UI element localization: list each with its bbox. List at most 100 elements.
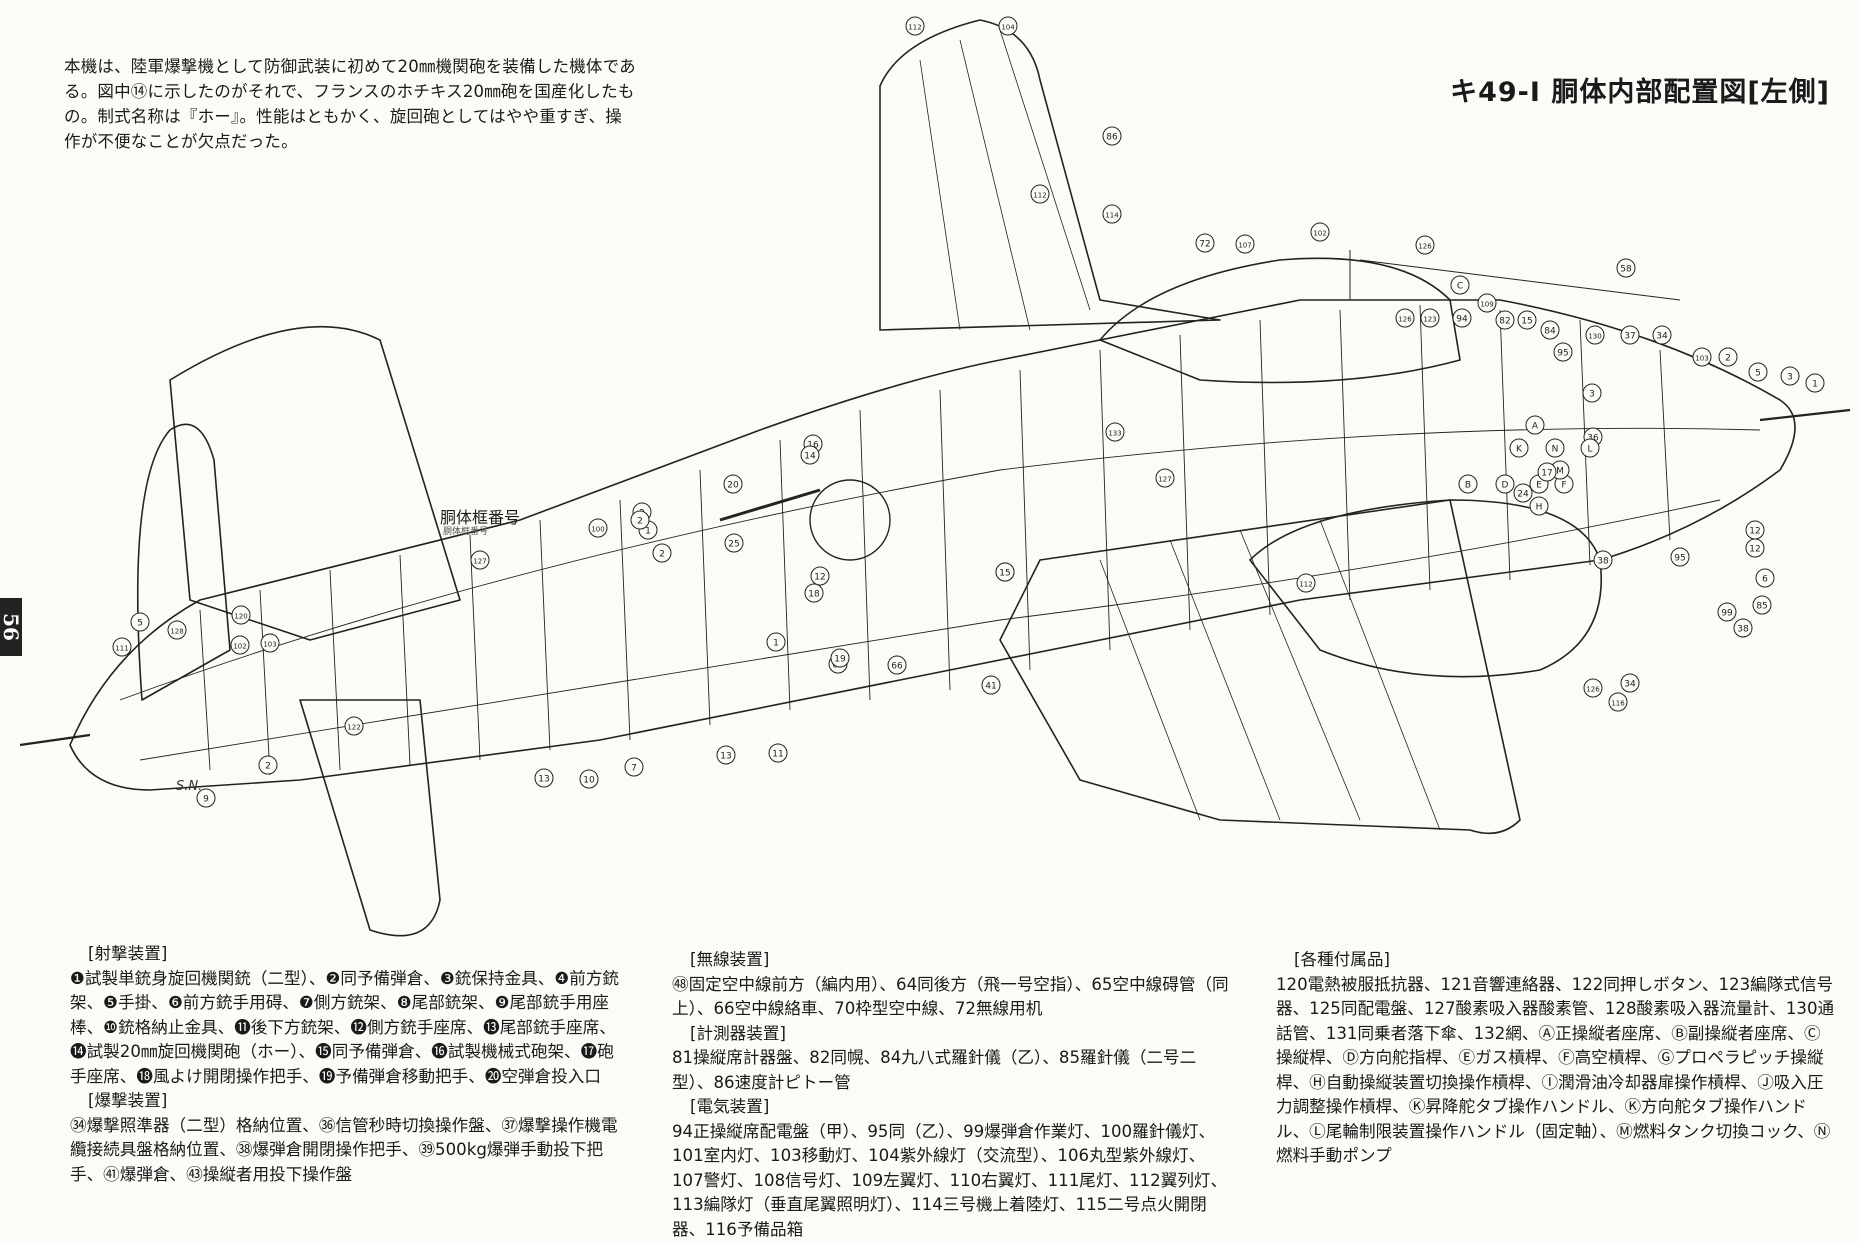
callout-label: H	[1536, 503, 1543, 513]
callout-label: 104	[1001, 24, 1015, 32]
callout-label: 126	[1418, 243, 1432, 251]
callout-label: 17	[1541, 469, 1552, 479]
callout-label: 38	[1737, 625, 1749, 635]
legend-heading: [無線装置]	[690, 948, 1232, 973]
callout-label: 15	[1521, 317, 1532, 327]
callout-label: B	[1465, 481, 1471, 491]
callout-label: 5	[1755, 369, 1761, 379]
callout-label: 1	[1812, 380, 1818, 390]
lower-wing	[1000, 500, 1520, 833]
callout-label: 10	[583, 776, 595, 786]
callout-label: 24	[1517, 490, 1529, 500]
callout-label: 11	[772, 750, 783, 760]
callout-label: 109	[1480, 301, 1493, 309]
callout-label: 116	[1611, 700, 1625, 708]
callout-label: 112	[1299, 581, 1312, 589]
callout-label: 112	[1033, 192, 1046, 200]
callout-label: 38	[1597, 557, 1609, 567]
callout-label: 126	[1398, 316, 1412, 324]
callout-label: 122	[347, 724, 360, 732]
legend-heading: [各種付属品]	[1294, 948, 1836, 973]
callout-label: 127	[473, 558, 486, 566]
legend-column-2: [無線装置] ㊽固定空中線前方（編内用）、64同後方（飛一号空指）、65空中線碍…	[672, 948, 1232, 1242]
callout-label: 99	[1721, 609, 1733, 619]
callout-label: 19	[834, 655, 846, 665]
callout-label: 102	[1313, 230, 1326, 238]
callout-label: 7	[631, 764, 637, 774]
callout-label: C	[1457, 282, 1463, 292]
upper-wing	[880, 20, 1220, 330]
callout-label: 37	[1624, 332, 1635, 342]
callout-label: 5	[137, 619, 143, 629]
callout-label: 95	[1674, 554, 1685, 564]
callout-label: 84	[1544, 327, 1556, 337]
callout-label: 15	[999, 569, 1010, 579]
vertical-tail-fin	[138, 424, 230, 700]
callout-label: 12	[814, 573, 825, 583]
callout-label: 2	[659, 550, 665, 560]
callout-label: 102	[233, 643, 246, 651]
callout-label: 100	[591, 526, 604, 534]
callout-label: E	[1536, 481, 1542, 491]
callout-label: 2	[265, 762, 271, 772]
callout-label: 123	[1423, 316, 1436, 324]
callout-label: 3	[1787, 373, 1793, 383]
callout-label: F	[1561, 481, 1566, 491]
legend-text: 94正操縦席配電盤（甲）、95同（乙）、99爆弾倉作業灯、100羅針儀灯、101…	[672, 1120, 1232, 1242]
callout-label: 41	[985, 682, 996, 692]
callout-label: 18	[808, 590, 820, 600]
callout-label: 66	[891, 662, 903, 672]
callout-label: 13	[538, 775, 549, 785]
callout-label: 14	[804, 452, 816, 462]
legend-column-1: [射撃装置] ❶試製単銃身旋回機関銃（二型）、❷同予備弾倉、❸銃保持金具、❹前方…	[70, 942, 630, 1187]
callout-label: 114	[1105, 212, 1119, 220]
callout-label: 20	[727, 481, 739, 491]
callout-label: 25	[728, 540, 739, 550]
callout-label: 82	[1499, 317, 1510, 327]
callout-label: 133	[1108, 430, 1121, 438]
callout-label: 126	[1586, 686, 1600, 694]
legend-heading: [計測器装置]	[690, 1022, 1232, 1047]
callout-label: 1	[773, 639, 779, 649]
callout-label: 12	[1749, 545, 1760, 555]
callout-label: 34	[1656, 332, 1668, 342]
legend-heading: [爆撃装置]	[88, 1089, 630, 1114]
legend-heading: [射撃装置]	[88, 942, 630, 967]
callout-label: 12	[1749, 527, 1760, 537]
callout-label: 130	[1588, 333, 1601, 341]
callout-label: 86	[1106, 133, 1118, 143]
legend-text: ❶試製単銃身旋回機関銃（二型）、❷同予備弾倉、❸銃保持金具、❹前方銃架、❺手掛、…	[70, 967, 630, 1090]
legend-text: ㊽固定空中線前方（編内用）、64同後方（飛一号空指）、65空中線碍管（同上）、6…	[672, 973, 1232, 1022]
callout-label: 1	[645, 527, 651, 537]
lower-tail-plane	[300, 700, 440, 936]
callout-label: 94	[1456, 315, 1468, 325]
callout-label: 3	[1589, 390, 1595, 400]
callout-label: 112	[908, 24, 921, 32]
callout-label: 9	[203, 795, 209, 805]
callout-label: 103	[1695, 355, 1708, 363]
callout-label: 120	[234, 613, 247, 621]
callout-label: 6	[1762, 575, 1768, 585]
callout-label: M	[1556, 467, 1564, 477]
callout-label: 58	[1620, 265, 1632, 275]
callout-label: 95	[1557, 349, 1568, 359]
legend-text: 81操縦席計器盤、82同幌、84九八式羅針儀（乙）、85羅針儀（二号二型）、86…	[672, 1046, 1232, 1095]
callout-label: L	[1587, 445, 1592, 455]
callout-label: 85	[1756, 602, 1767, 612]
callout-label: 2	[1725, 354, 1731, 364]
legend-column-3: [各種付属品] 120電熱被服抵抗器、121音響連絡器、122同押しボタン、12…	[1276, 948, 1836, 1169]
legend-heading: [電気装置]	[690, 1095, 1232, 1120]
legend-text: 120電熱被服抵抗器、121音響連絡器、122同押しボタン、123編隊式信号器、…	[1276, 973, 1836, 1169]
callout-label: 128	[170, 628, 183, 636]
frame-number-sublabel: 胴体框番号	[443, 524, 488, 537]
callout-label: 34	[1624, 680, 1636, 690]
callout-label: 127	[1158, 476, 1171, 484]
callout-label: 111	[115, 645, 128, 653]
nose-gun	[1760, 410, 1850, 420]
horizontal-stabilizer	[170, 327, 460, 640]
callout-label: 103	[263, 641, 276, 649]
legend-text: ㉞爆撃照準器（二型）格納位置、㊱信管秒時切換操作盤、㊲爆撃操作機電纜接続具盤格納…	[70, 1114, 630, 1188]
tail-gun	[20, 735, 90, 745]
